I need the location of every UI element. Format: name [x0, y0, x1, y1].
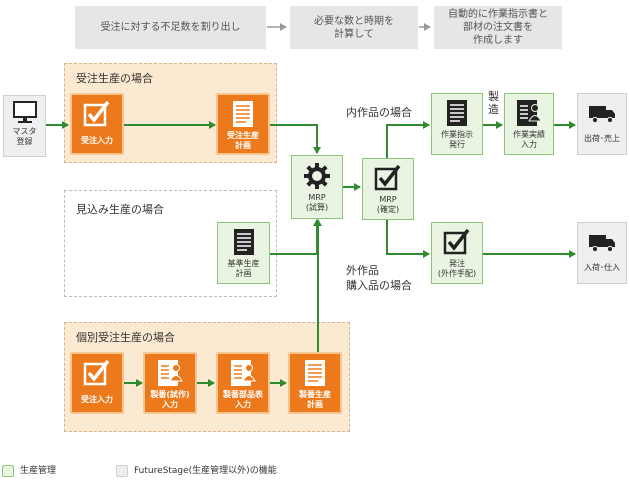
- node-order-production-plan[interactable]: 受注生産 計画: [216, 93, 270, 155]
- document-icon: [305, 360, 325, 386]
- truck-icon: [589, 235, 615, 253]
- phase-calc-shortage: 受注に対する不足数を割り出し: [75, 6, 266, 49]
- node-label: 出荷･売上: [584, 134, 620, 143]
- node-purchase-order[interactable]: 発注 (外作手配): [431, 222, 483, 284]
- legend-label-other: FutureStage(生産管理以外)の機能: [134, 466, 277, 476]
- legend-label-production: 生産管理: [20, 466, 57, 476]
- node-label: 製番生産 計画: [299, 390, 331, 409]
- legend-swatch-production: [2, 465, 14, 477]
- node-label: 受注生産 計画: [227, 131, 259, 150]
- label-manufacture: 製 造: [488, 90, 499, 116]
- node-mrp-fixed[interactable]: MRP (確定): [362, 158, 414, 220]
- node-work-result-entry[interactable]: 作業実績 入力: [504, 93, 554, 155]
- checkbox-icon: [443, 228, 470, 255]
- label-external-product: 外作品: [346, 264, 379, 277]
- document-person-icon: [158, 360, 183, 386]
- node-label: マスタ 登録: [12, 127, 37, 146]
- document-person-icon: [231, 360, 256, 386]
- truck-icon: [589, 106, 615, 124]
- phase-label: 受注に対する不足数を割り出し: [100, 22, 241, 33]
- document-icon: [447, 100, 467, 126]
- node-ship-sales[interactable]: 出荷･売上: [577, 93, 627, 155]
- gear-icon: [304, 163, 330, 189]
- node-label: 作業指示 発行: [441, 130, 473, 149]
- document-icon: [233, 101, 253, 127]
- node-master-register[interactable]: マスタ 登録: [3, 95, 46, 157]
- node-serial-trial-entry[interactable]: 製番(試作) 入力: [143, 352, 197, 414]
- node-label: 入荷･仕入: [584, 263, 620, 272]
- node-serial-parts-entry[interactable]: 製番部品表 入力: [216, 352, 270, 414]
- node-order-entry[interactable]: 受注入力: [70, 93, 124, 155]
- node-label: MRP (試算): [305, 193, 329, 212]
- label-internal-product: 内作品の場合: [346, 106, 412, 119]
- node-serial-production-plan[interactable]: 製番生産 計画: [288, 352, 342, 414]
- node-order-entry-individual[interactable]: 受注入力: [70, 352, 124, 414]
- checkbox-icon: [83, 100, 110, 127]
- group-title-make-to-stock: 見込み生産の場合: [76, 203, 164, 216]
- node-label: 受注入力: [81, 136, 113, 145]
- node-label: 作業実績 入力: [513, 130, 545, 149]
- label-purchased-product: 購入品の場合: [346, 279, 412, 292]
- checkbox-icon: [83, 359, 110, 386]
- document-person-icon: [517, 100, 542, 126]
- phase-create-orders: 自動的に作業指示書と 部材の注文書を 作成します: [434, 6, 562, 49]
- node-label: 製番(試作) 入力: [150, 390, 190, 409]
- phase-label: 自動的に作業指示書と 部材の注文書を 作成します: [448, 9, 548, 46]
- node-basic-production-plan[interactable]: 基準生産 計画: [217, 222, 270, 284]
- legend-swatch-other: [116, 465, 128, 477]
- node-work-order-issue[interactable]: 作業指示 発行: [431, 93, 483, 155]
- node-label: MRP (確定): [376, 195, 400, 214]
- node-label: 発注 (外作手配): [437, 259, 477, 278]
- phase-calc-time: 必要な数と時期を 計算して: [290, 6, 418, 49]
- node-receive-purchase[interactable]: 入荷･仕入: [577, 222, 627, 284]
- phase-label: 必要な数と時期を 計算して: [314, 15, 394, 40]
- node-label: 基準生産 計画: [227, 259, 260, 278]
- document-icon: [233, 229, 254, 255]
- monitor-icon: [12, 101, 37, 123]
- group-title-make-to-order: 受注生産の場合: [76, 72, 153, 85]
- node-mrp-trial[interactable]: MRP (試算): [291, 155, 343, 219]
- checkbox-icon: [374, 164, 401, 191]
- node-label: 受注入力: [81, 395, 113, 404]
- node-label: 製番部品表 入力: [223, 390, 263, 409]
- group-title-individual-order: 個別受注生産の場合: [76, 331, 175, 344]
